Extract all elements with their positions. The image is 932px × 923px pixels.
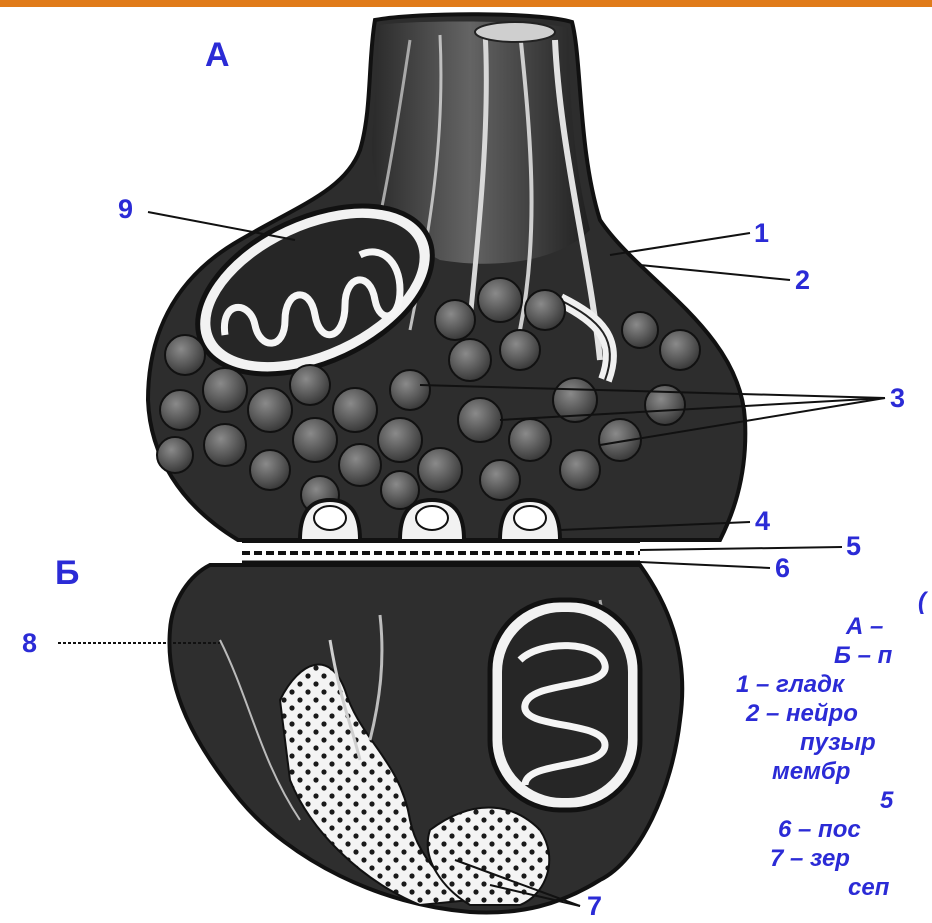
legend-line-3: 1 – гладк	[736, 673, 844, 697]
legend-line-1: А –	[846, 615, 883, 639]
callout-7: 7	[587, 893, 602, 920]
legend-line-10: сеп	[848, 876, 889, 900]
legend-line-8: 6 – пос	[778, 818, 861, 842]
legend-line-4: 2 – нейро	[746, 702, 858, 726]
section-label-a: А	[205, 38, 230, 72]
postsynaptic-mitochondrion	[490, 600, 640, 810]
legend-line-5: пузыр	[800, 731, 876, 755]
callout-9: 9	[118, 196, 133, 223]
legend-line-7: 5	[880, 789, 893, 813]
legend-line-9: 7 – зер	[770, 847, 850, 871]
synaptic-cleft	[242, 541, 640, 562]
callout-8: 8	[22, 630, 37, 657]
callout-5: 5	[846, 533, 861, 560]
legend-line-6: мембр	[772, 760, 850, 784]
section-label-b: Б	[55, 556, 79, 590]
callout-2: 2	[795, 267, 810, 294]
callout-3: 3	[890, 385, 905, 412]
callout-6: 6	[775, 555, 790, 582]
callout-4: 4	[755, 508, 770, 535]
exocytosis-vesicles	[300, 500, 560, 540]
callout-1: 1	[754, 220, 769, 247]
legend-line-0: (	[918, 590, 926, 614]
legend-line-2: Б – п	[834, 644, 892, 668]
